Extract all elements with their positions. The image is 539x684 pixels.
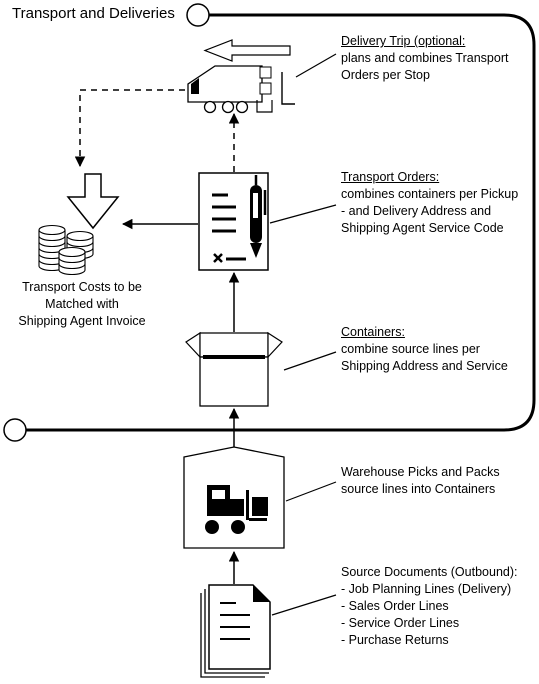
transport-orders-line: - and Delivery Address and [341,204,492,218]
truck-icon [187,39,295,114]
transport-costs-text: Transport Costs to be Matched with Shipp… [2,279,162,330]
delivery-trip-line: Orders per Stop [341,68,430,82]
delivery-trip-heading: Delivery Trip (optional: [341,34,466,48]
source-documents-line: Source Documents (Outbound): [341,565,518,579]
source-documents-line: - Sales Order Lines [341,599,449,613]
warehouse-text: Warehouse Picks and Packs source lines i… [341,464,500,498]
region-boundary [16,13,536,432]
containers-heading: Containers: [341,325,405,339]
source-documents-text: Source Documents (Outbound): - Job Plann… [341,564,517,649]
down-arrow-icon [66,173,120,230]
transport-costs-line: Shipping Agent Invoice [18,314,146,328]
transport-orders-line: Shipping Agent Service Code [341,221,504,235]
source-documents-line: - Job Planning Lines (Delivery) [341,582,512,596]
callout-line-source-documents [271,594,337,616]
transport-costs-line: Transport Costs to be [22,280,142,294]
containers-text: Containers: combine source lines per Shi… [341,324,508,375]
transport-orders-text: Transport Orders: combines containers pe… [341,169,518,237]
containers-line: Shipping Address and Service [341,359,508,373]
source-documents-line: - Purchase Returns [341,633,449,647]
source-documents-line: - Service Order Lines [341,616,460,630]
callout-line-containers [283,351,337,371]
region-end-circle [3,418,27,442]
warehouse-line: Warehouse Picks and Packs [341,465,500,479]
warehouse-line: source lines into Containers [341,482,496,496]
delivery-trip-line: plans and combines Transport [341,51,509,65]
containers-line: combine source lines per [341,342,480,356]
document-icon [198,172,269,271]
arrow-trip-to-costs [74,89,185,168]
transport-orders-line: combines containers per Pickup [341,187,519,201]
forklift-icon [183,446,285,549]
delivery-trip-text: Delivery Trip (optional: plans and combi… [341,33,508,84]
callout-line-delivery-trip [295,53,337,78]
documents-stack-icon [200,584,271,678]
callout-line-transport-orders [269,204,337,224]
transport-orders-heading: Transport Orders: [341,170,440,184]
box-icon [185,331,283,407]
callout-line-warehouse [285,481,337,502]
region-start-circle [186,3,210,27]
diagram-title: Transport and Deliveries [12,4,175,24]
transport-costs-line: Matched with [45,297,119,311]
coins-icon [38,224,94,276]
